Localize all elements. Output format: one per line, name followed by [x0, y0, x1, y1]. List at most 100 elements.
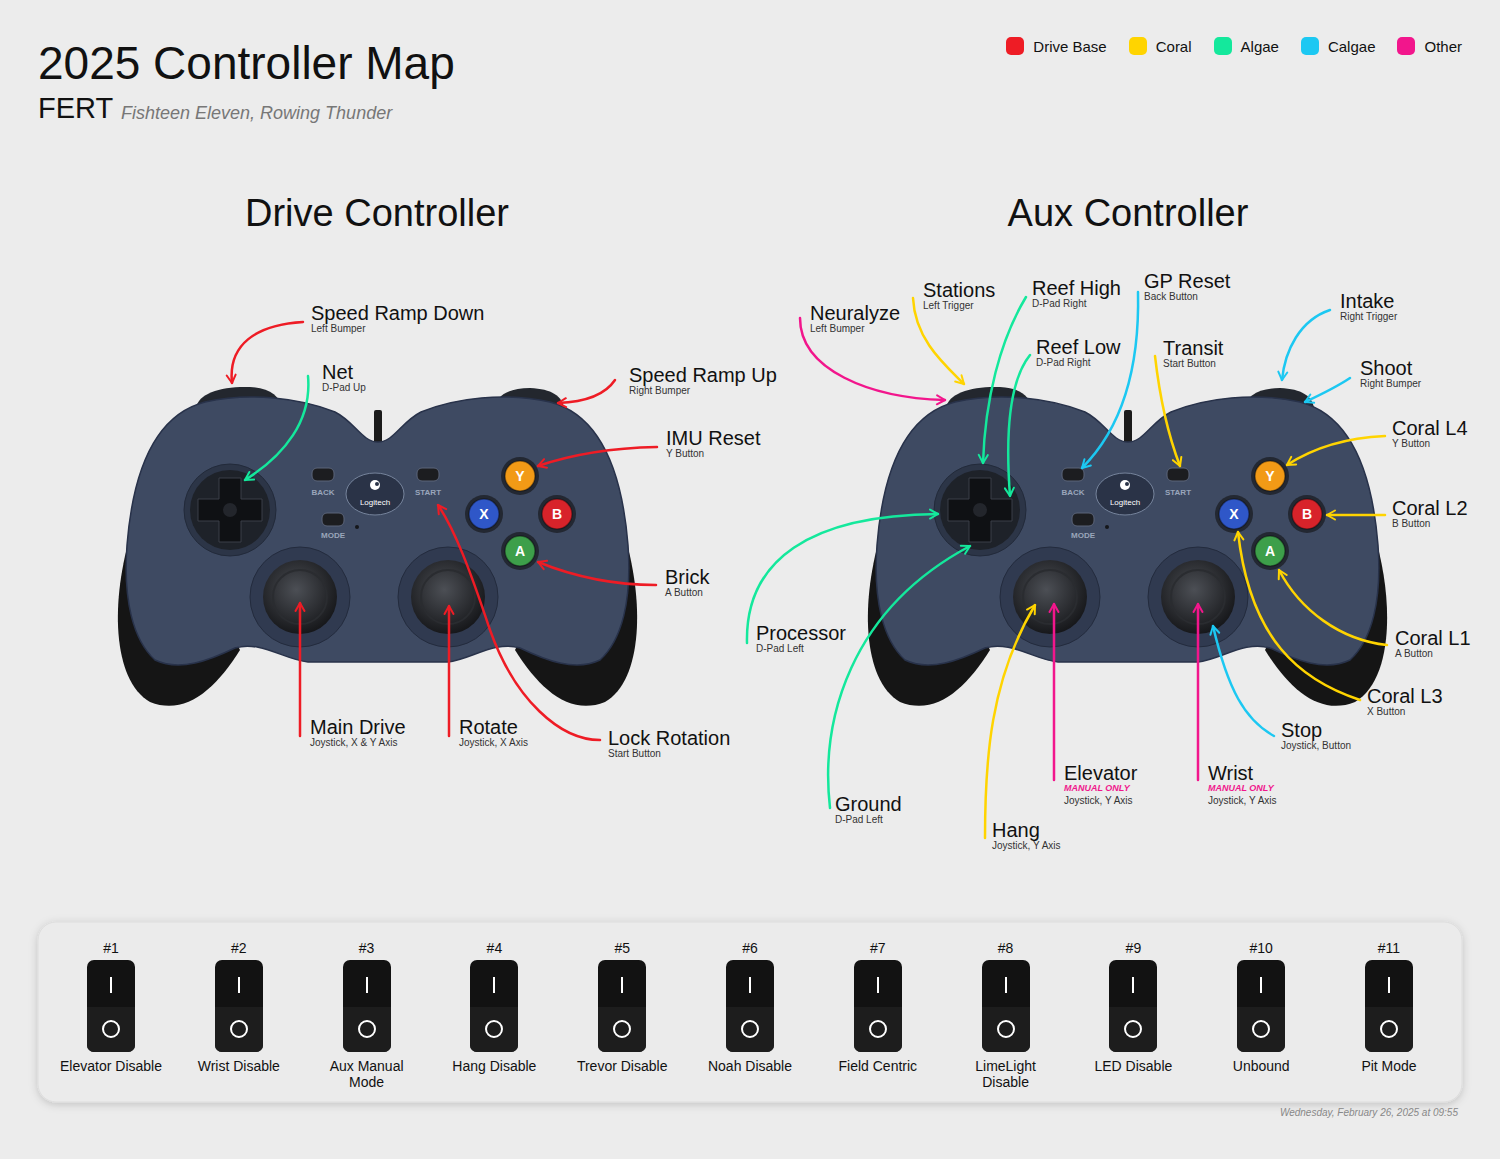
callout-label: Hang — [992, 820, 1040, 840]
callout-label: Coral L1 — [1395, 628, 1471, 648]
switch-label: Aux Manual Mode — [312, 1058, 422, 1090]
toggle-switch: #10Unbound — [1206, 940, 1316, 1074]
toggle-switch: #4Hang Disable — [439, 940, 549, 1074]
legend-item: Other — [1397, 37, 1462, 55]
off-symbol — [998, 1021, 1014, 1037]
face-button-ring — [538, 495, 576, 533]
on-symbol — [366, 977, 368, 993]
leader-line — [438, 505, 600, 740]
face-letter: B — [552, 507, 562, 521]
callout-input: Right Bumper — [1360, 379, 1421, 389]
callout-input: A Button — [665, 588, 703, 598]
controller-body — [126, 397, 629, 665]
callout-label: Intake — [1340, 291, 1394, 311]
switch-body — [982, 960, 1030, 1052]
on-symbol — [621, 977, 623, 993]
switch-lower — [1237, 1007, 1285, 1052]
leader-line — [1282, 310, 1330, 380]
switch-symbols — [215, 960, 263, 1052]
on-symbol — [1005, 977, 1007, 993]
toggle-switch: #9LED Disable — [1078, 940, 1188, 1074]
switch-body — [598, 960, 646, 1052]
face-button-ring — [501, 532, 539, 570]
switch-number: #2 — [184, 940, 294, 956]
face-button-ring — [465, 495, 503, 533]
switch-symbols — [470, 960, 518, 1052]
switch-lower — [726, 1007, 774, 1052]
switch-body — [1365, 960, 1413, 1052]
face-button-ring — [501, 457, 539, 495]
face-button — [1255, 536, 1285, 566]
button-label: START — [415, 489, 441, 497]
toggle-switch: #7Field Centric — [823, 940, 933, 1074]
page-title: 2025 Controller Map — [38, 40, 455, 86]
face-letter: Y — [1265, 469, 1274, 483]
on-symbol — [1388, 977, 1390, 993]
legend-swatch — [1129, 37, 1147, 55]
toggle-switch: #3Aux Manual Mode — [312, 940, 422, 1090]
callout-input: Left Trigger — [923, 301, 974, 311]
callout-label: Coral L3 — [1367, 686, 1443, 706]
callout-label: Transit — [1163, 338, 1223, 358]
mode-led — [355, 525, 359, 529]
dpad-center — [223, 503, 237, 517]
face-button — [1292, 499, 1322, 529]
on-symbol — [877, 977, 879, 993]
switch-symbols — [87, 960, 135, 1052]
toggle-switch: #1Elevator Disable — [56, 940, 166, 1074]
legend-swatch — [1397, 37, 1415, 55]
face-button — [1219, 499, 1249, 529]
face-letter: X — [479, 507, 488, 521]
switch-label: Hang Disable — [439, 1058, 549, 1074]
switch-symbols — [1109, 960, 1157, 1052]
leader-line — [1279, 570, 1387, 645]
face-button-ring — [1215, 495, 1253, 533]
legend-item: Coral — [1129, 37, 1192, 55]
callout-label: Reef Low — [1036, 337, 1121, 357]
legend-label: Algae — [1241, 39, 1279, 54]
switch-body — [726, 960, 774, 1052]
aux-controller — [868, 387, 1387, 706]
callout-input: Joystick, X & Y Axis — [310, 738, 397, 748]
callout-label: GP Reset — [1144, 271, 1230, 291]
off-symbol — [486, 1021, 502, 1037]
callout-input: Back Button — [1144, 292, 1198, 302]
callout-label: Coral L2 — [1392, 498, 1468, 518]
leader-line — [538, 447, 657, 466]
switch-body — [1237, 960, 1285, 1052]
switch-label: Elevator Disable — [56, 1058, 166, 1074]
legend-label: Other — [1424, 39, 1462, 54]
on-symbol — [1260, 977, 1262, 993]
face-button — [469, 499, 499, 529]
off-symbol — [1125, 1021, 1141, 1037]
leader-line — [1008, 355, 1030, 496]
dpad-well — [184, 464, 276, 556]
legend-label: Drive Base — [1033, 39, 1106, 54]
callout-label: Elevator — [1064, 763, 1137, 783]
toggle-switch: #2Wrist Disable — [184, 940, 294, 1074]
logo-glyph-hole — [1125, 482, 1129, 486]
callout-input: Start Button — [1163, 359, 1216, 369]
callout-label: Coral L4 — [1392, 418, 1468, 438]
switch-lower — [982, 1007, 1030, 1052]
leader-line — [538, 562, 656, 585]
logo-badge — [1096, 473, 1154, 515]
small-button — [322, 513, 344, 526]
small-button — [1062, 468, 1084, 481]
leader-line — [1197, 604, 1200, 780]
brand-label: Logitech — [360, 499, 390, 507]
on-symbol — [749, 977, 751, 993]
leader-line — [1327, 514, 1385, 517]
leader-line — [800, 318, 945, 400]
legend-label: Calgae — [1328, 39, 1376, 54]
face-letter: B — [1302, 507, 1312, 521]
callout-label: Ground — [835, 794, 902, 814]
switch-symbols — [854, 960, 902, 1052]
leader-line — [232, 322, 303, 383]
switch-number: #4 — [439, 940, 549, 956]
face-letter: X — [1229, 507, 1238, 521]
legend-item: Drive Base — [1006, 37, 1106, 55]
callout-input: X Button — [1367, 707, 1405, 717]
section-title: Aux Controller — [1008, 194, 1249, 232]
switch-lower — [854, 1007, 902, 1052]
